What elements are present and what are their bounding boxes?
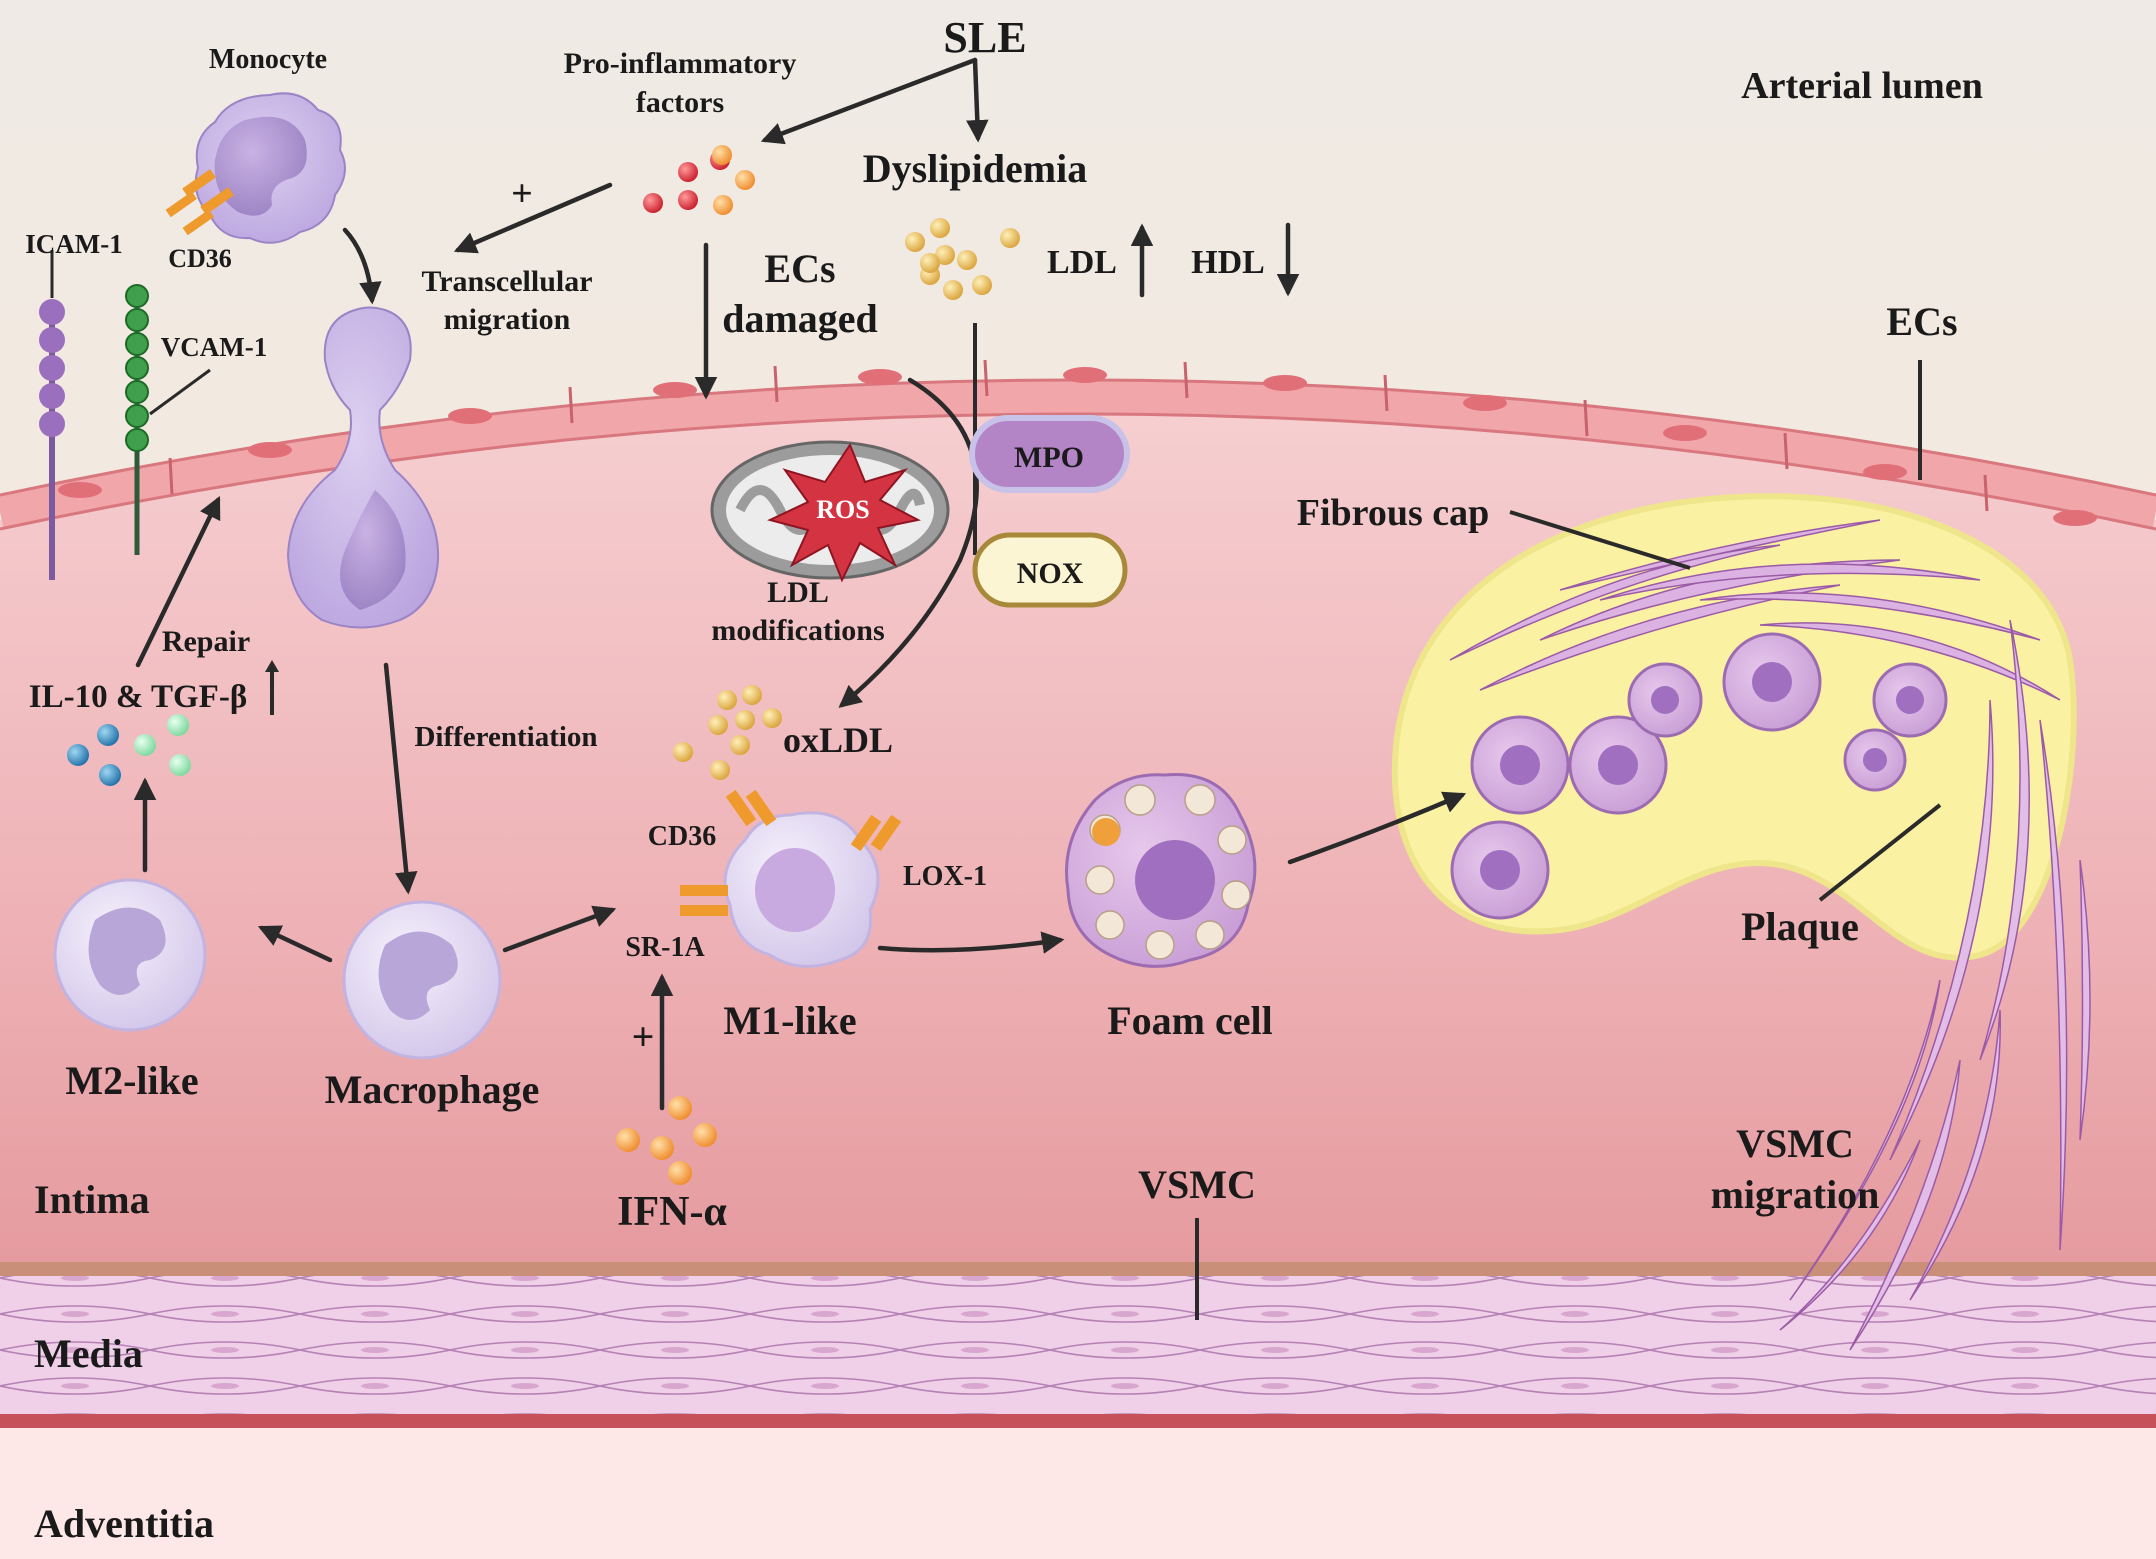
macrophage-label: Macrophage [325, 1067, 540, 1112]
proinflammatory-to-migration-arrow [453, 182, 613, 254]
fibrous-cap-pointer [1509, 510, 1691, 570]
hdl-label: HDL [1191, 244, 1265, 281]
endothelium-edge-bottom [0, 412, 2156, 531]
il10-up-arrowhead [265, 660, 279, 672]
m1-receptors [680, 789, 902, 916]
mpo-pill [969, 415, 1130, 493]
differentiation-label: Differentiation [414, 721, 597, 753]
foam-cell-label: Foam cell [1107, 998, 1273, 1043]
proinflammatory-label-line1: Pro-inflammatory [564, 47, 797, 80]
dyslipidemia-label: Dyslipidemia [863, 146, 1087, 191]
monocyte-label: Monocyte [209, 44, 327, 75]
sle-to-proinflammatory-arrow [760, 57, 978, 145]
vsmc-migration-strands [1779, 619, 2091, 1351]
ldl-modifications-label-line1: LDL [767, 576, 829, 609]
cd36-monocyte-label: CD36 [168, 244, 232, 273]
external-elastic-lamina [0, 1414, 2156, 1428]
proinflammatory-factor-particles [643, 145, 755, 215]
ldl-particles [905, 218, 1020, 300]
fibrous-cap-label: Fibrous cap [1297, 492, 1490, 534]
oxldl-label: oxLDL [783, 720, 893, 760]
sle-label: SLE [943, 13, 1026, 62]
m2-like-macrophage [53, 878, 207, 1032]
plaque-label: Plaque [1741, 904, 1859, 949]
macrophage [342, 900, 502, 1060]
endothelial-cell-junctions [168, 359, 1989, 512]
media-label: Media [34, 1331, 143, 1376]
il10-tgfb-label: IL-10 & TGF-β [29, 679, 247, 715]
ecs-damaged-label-line2: damaged [722, 296, 878, 341]
lox1-label: LOX-1 [903, 861, 987, 892]
plaque-pointer [1818, 803, 1942, 902]
monocyte-to-migration-arrow [342, 227, 382, 305]
m2-like-label: M2-like [65, 1058, 198, 1103]
ifn-alpha-label: IFN-α [617, 1189, 727, 1235]
adventitia-label: Adventitia [34, 1501, 214, 1546]
sle-to-dyslipidemia-arrow [966, 57, 989, 143]
plus-sign-migration: + [511, 173, 533, 215]
sr1a-label: SR-1A [625, 932, 705, 963]
adventitia-layer [0, 1428, 2156, 1559]
arterial-lumen-label: Arterial lumen [1741, 65, 1983, 107]
ecs-damaged-label-line1: ECs [764, 246, 835, 291]
differentiation-arrow [383, 662, 418, 895]
anti-inflammatory-cytokines [67, 714, 191, 786]
m1-like-label: M1-like [723, 998, 856, 1043]
nox-pill [972, 532, 1128, 608]
repair-label: Repair [162, 625, 250, 658]
proinflammatory-label-line2: factors [636, 86, 724, 119]
plus-sign-ifn: + [632, 1014, 655, 1059]
macrophage-to-m2-arrow [257, 925, 333, 963]
nox-label: NOX [1017, 557, 1084, 590]
icam1-molecule [39, 250, 65, 580]
media-layer [0, 1276, 2156, 1416]
monocyte-cell [194, 92, 346, 244]
icam1-label: ICAM-1 [25, 229, 122, 259]
transcellular-label-line2: migration [444, 303, 571, 336]
cd36-m1-label: CD36 [648, 821, 716, 852]
mpo-label: MPO [1014, 441, 1084, 474]
internal-elastic-lamina [0, 1262, 2156, 1276]
vcam1-label: VCAM-1 [161, 332, 267, 362]
ifn-alpha-particles [616, 1096, 717, 1185]
vcam1-molecule [125, 284, 211, 555]
repair-arrow [135, 495, 221, 668]
plaque-foam-cells [1450, 632, 1948, 920]
macrophage-to-m1-arrow [502, 905, 617, 953]
intima-label: Intima [34, 1177, 150, 1222]
ldl-label: LDL [1047, 244, 1117, 281]
ecs-label: ECs [1886, 299, 1957, 344]
transcellular-label-line1: Transcellular [421, 265, 592, 298]
m1-like-macrophage [723, 811, 880, 968]
endothelial-layer [0, 380, 2156, 529]
endothelial-nuclei [58, 367, 2097, 526]
transmigrating-monocyte [286, 306, 440, 629]
vsmc-label: VSMC [1138, 1162, 1256, 1207]
foam-cell [1065, 773, 1257, 968]
vsmc-migration-label-line2: migration [1711, 1172, 1880, 1217]
oxldl-particles [673, 685, 782, 780]
ldl-modifications-label-line2: modifications [711, 614, 884, 647]
vsmc-migration-label-line1: VSMC [1736, 1121, 1854, 1166]
cd36-receptor-monocyte [165, 169, 234, 236]
foam-to-plaque-arrow [1287, 791, 1467, 865]
m1-to-foam-arrow [877, 931, 1065, 954]
fibrous-cap-fibers [1449, 519, 2061, 701]
ldl-to-oxldl-arrow [838, 377, 979, 708]
ros-label: ROS [816, 495, 869, 524]
ros-burst [767, 442, 921, 583]
